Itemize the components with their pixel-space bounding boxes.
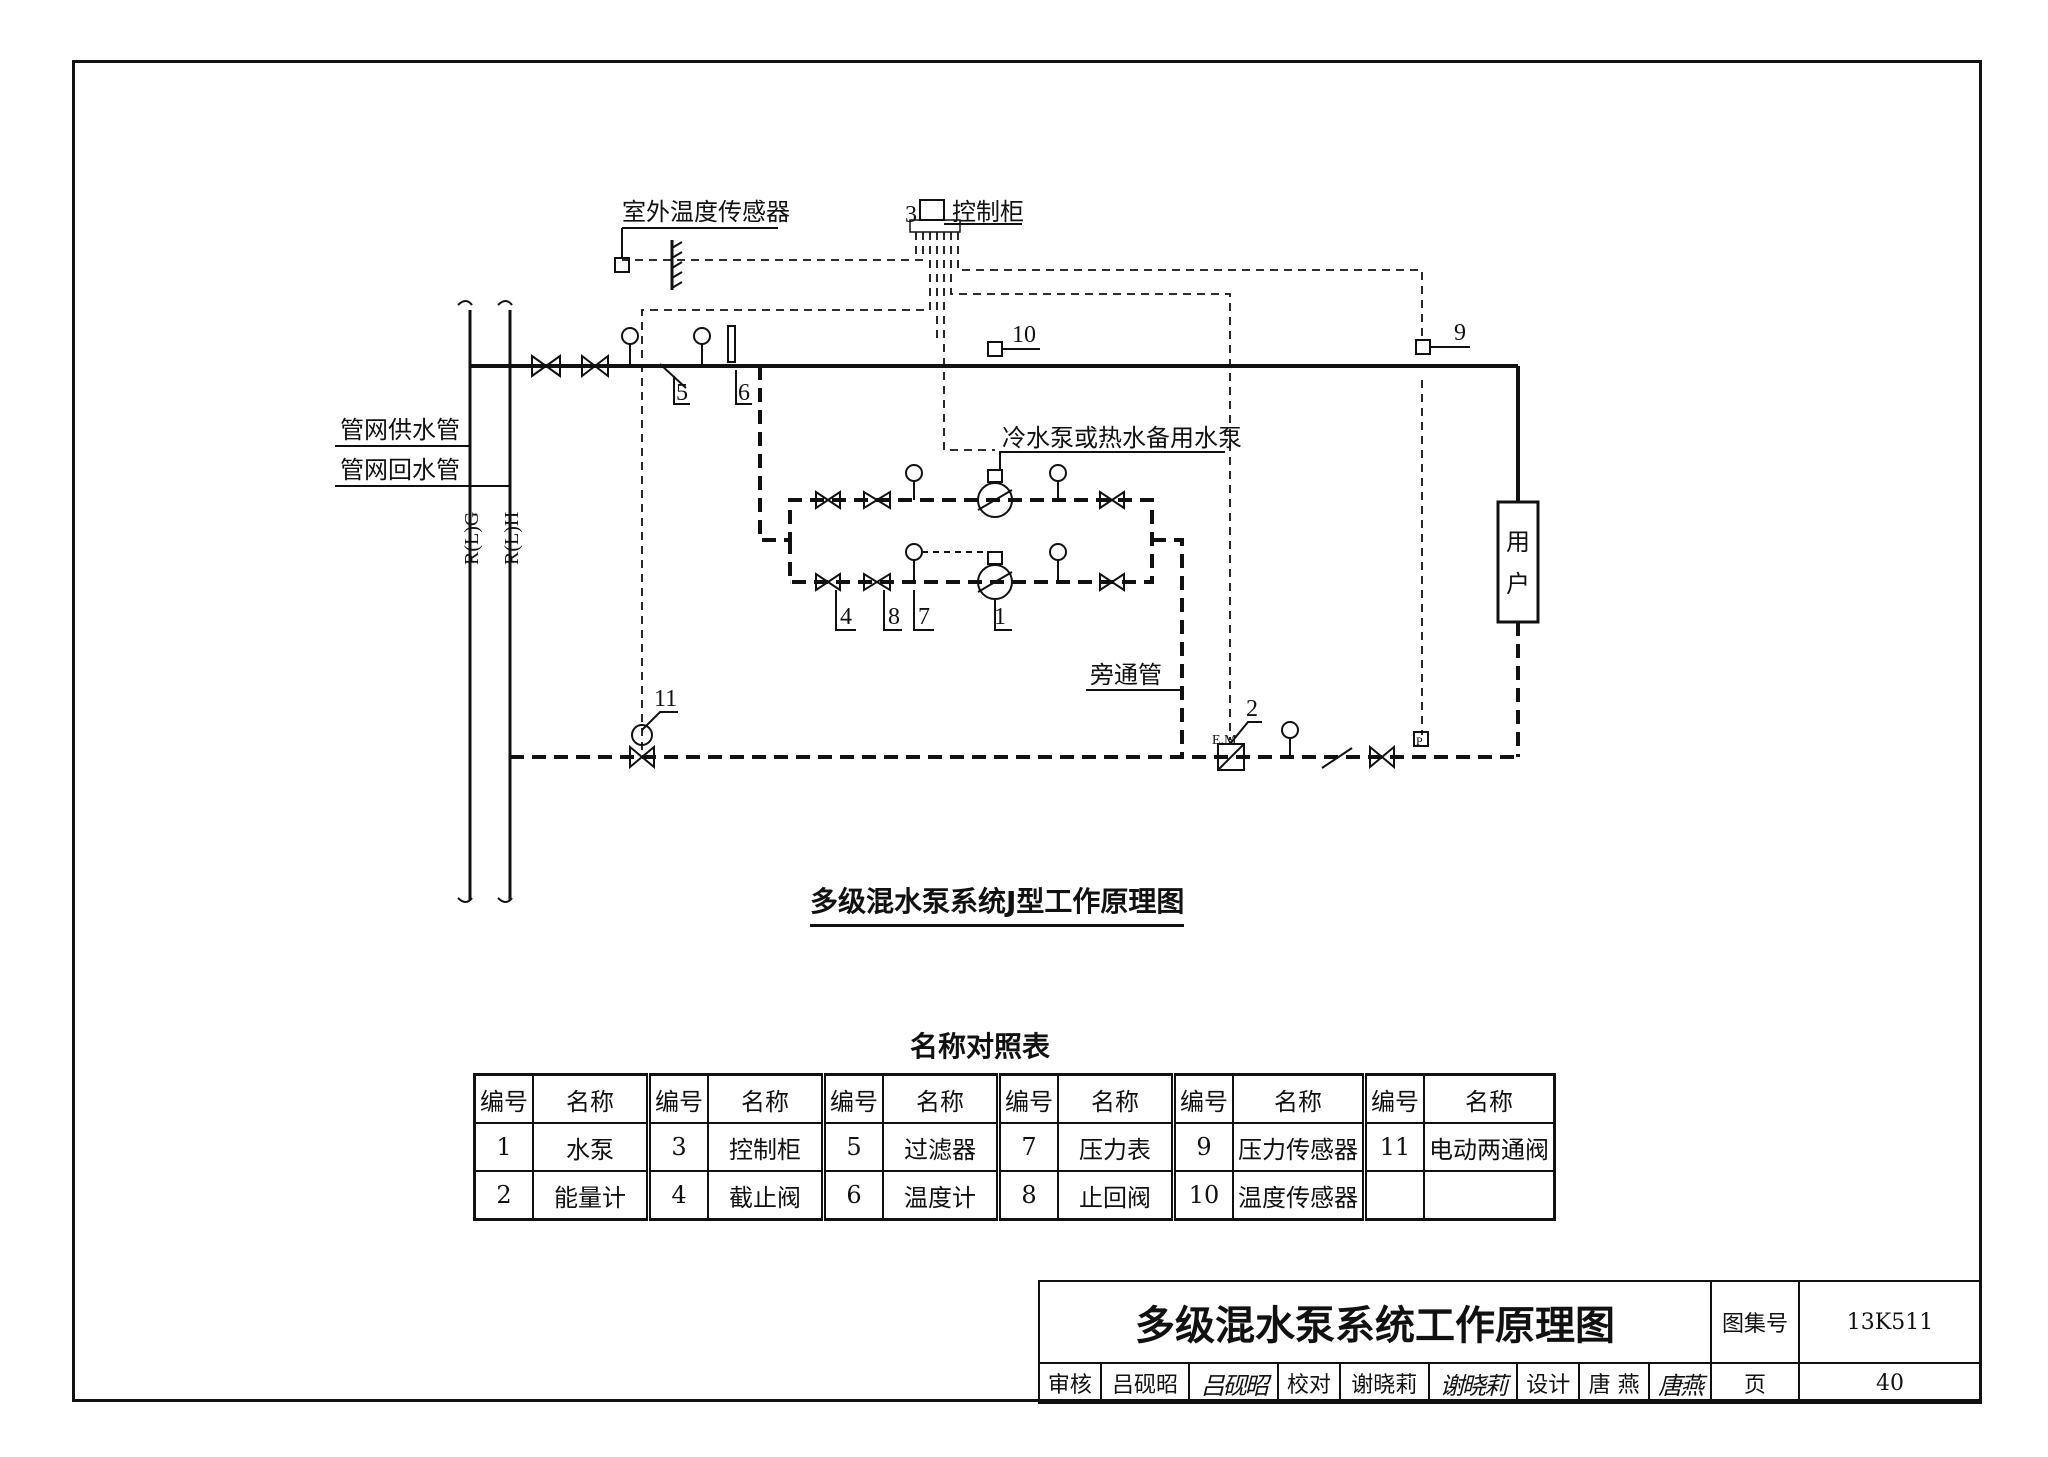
callout-6: 6	[738, 380, 750, 406]
legend-name: 压力表	[1057, 1122, 1175, 1172]
legend-no: 9	[1171, 1122, 1234, 1172]
callout-11: 11	[654, 686, 677, 712]
legend-no: 10	[1171, 1170, 1234, 1221]
bypass-label: 旁通管	[1090, 661, 1162, 689]
pressure-mark: P	[1416, 734, 1423, 748]
supply-pipe-label: 管网供水管	[340, 416, 460, 444]
diagram-title: 多级混水泵系统J型工作原理图	[810, 880, 1185, 927]
legend-table: 编号 名称 编号 名称 编号 名称 编号 名称 编号 名称 编号 名称 1 水泵…	[473, 1073, 1556, 1221]
stop-valve-icon	[581, 353, 609, 379]
callout-4: 4	[840, 604, 852, 630]
legend-name: 截止阀	[707, 1170, 825, 1221]
legend-row: 2 能量计 4 截止阀 6 温度计 8 止回阀 10 温度传感器	[473, 1170, 1556, 1221]
callout-1: 1	[994, 604, 1006, 630]
energy-meter-mark: E.M	[1212, 733, 1237, 748]
callout-9: 9	[1454, 320, 1466, 346]
pressure-gauge-icon	[693, 327, 711, 345]
page-number: 40	[1798, 1362, 1982, 1404]
temperature-sensor-icon	[987, 341, 1003, 357]
control-cabinet-icon	[919, 199, 945, 221]
design-label: 设计	[1516, 1362, 1581, 1404]
legend-no: 11	[1362, 1122, 1425, 1172]
legend-caption: 名称对照表	[910, 1030, 1051, 1063]
check-label: 校对	[1277, 1362, 1341, 1404]
checker-signature: 谢晓莉	[1427, 1362, 1519, 1404]
thermometer-icon	[727, 325, 736, 363]
legend-header-no: 编号	[1171, 1073, 1234, 1124]
callout-2: 2	[1246, 696, 1258, 722]
legend-no	[1362, 1170, 1425, 1221]
legend-header-name: 名称	[707, 1073, 825, 1124]
legend-no: 7	[996, 1122, 1059, 1172]
motorized-valve-actuator-icon	[631, 724, 653, 746]
control-cabinet-label: 控制柜	[952, 198, 1024, 226]
legend-header-name: 名称	[882, 1073, 1000, 1124]
atlas-label: 图集号	[1710, 1280, 1800, 1364]
user-label-2: 户	[1506, 570, 1530, 598]
legend-header-no: 编号	[996, 1073, 1059, 1124]
electric-two-way-valve-icon	[629, 744, 655, 770]
callout-8: 8	[888, 604, 900, 630]
legend-name: 能量计	[532, 1170, 650, 1221]
atlas-number: 13K511	[1798, 1280, 1982, 1364]
callout-7: 7	[918, 604, 930, 630]
reviewer-signature: 吕砚昭	[1188, 1362, 1280, 1404]
legend-header-no: 编号	[473, 1073, 534, 1124]
standby-pump-label: 冷水泵或热水备用水泵	[1002, 424, 1242, 452]
legend-row: 1 水泵 3 控制柜 5 过滤器 7 压力表 9 压力传感器 11 电动两通阀	[473, 1122, 1556, 1172]
legend-name: 温度传感器	[1232, 1170, 1366, 1221]
callout-3: 3	[905, 202, 917, 228]
legend-header-name: 名称	[1057, 1073, 1175, 1124]
legend-no: 2	[473, 1170, 534, 1221]
legend-header-name: 名称	[1423, 1073, 1556, 1124]
legend-name: 温度计	[882, 1170, 1000, 1221]
outdoor-sensor-label: 室外温度传感器	[622, 198, 790, 226]
legend-header-row: 编号 名称 编号 名称 编号 名称 编号 名称 编号 名称 编号 名称	[473, 1073, 1556, 1124]
page-label: 页	[1710, 1362, 1800, 1404]
legend-no: 6	[821, 1170, 884, 1221]
legend-header-no: 编号	[1362, 1073, 1425, 1124]
legend-name: 止回阀	[1057, 1170, 1175, 1221]
legend-header-no: 编号	[646, 1073, 709, 1124]
legend-header-name: 名称	[1232, 1073, 1366, 1124]
user-label-1: 用	[1506, 528, 1530, 556]
supply-code-label: R(L)G	[461, 512, 483, 565]
drawing-frame	[72, 60, 1982, 1402]
title-block-main-title: 多级混水泵系统工作原理图	[1038, 1280, 1712, 1364]
title-block: 多级混水泵系统工作原理图 图集号 13K511 审核 吕砚昭 吕砚昭 校对 谢晓…	[1038, 1280, 1982, 1404]
return-pressure-sensor-icon	[1413, 731, 1429, 747]
legend-no: 8	[996, 1170, 1059, 1221]
callout-5: 5	[676, 380, 688, 406]
legend-no: 1	[473, 1122, 534, 1172]
pressure-gauge-icon	[621, 327, 639, 345]
pressure-sensor-icon	[1415, 339, 1431, 355]
review-label: 审核	[1038, 1362, 1102, 1404]
legend-header-name: 名称	[532, 1073, 650, 1124]
legend-no: 3	[646, 1122, 709, 1172]
designer-name: 唐 燕	[1578, 1362, 1651, 1404]
checker-name: 谢晓莉	[1338, 1362, 1430, 1404]
return-pipe-label: 管网回水管	[340, 456, 460, 484]
legend-name: 电动两通阀	[1423, 1122, 1556, 1172]
legend-no: 4	[646, 1170, 709, 1221]
legend-name: 压力传感器	[1232, 1122, 1366, 1172]
legend-name: 控制柜	[707, 1122, 825, 1172]
legend-name	[1423, 1170, 1556, 1221]
legend-name: 过滤器	[882, 1122, 1000, 1172]
user-box	[1496, 500, 1540, 624]
legend-header-no: 编号	[821, 1073, 884, 1124]
legend-name: 水泵	[532, 1122, 650, 1172]
legend-no: 5	[821, 1122, 884, 1172]
return-filter-icon	[1321, 747, 1353, 769]
return-code-label: R(L)H	[501, 512, 523, 565]
check-valve-icon	[531, 354, 561, 378]
reviewer-name: 吕砚昭	[1099, 1362, 1191, 1404]
callout-10: 10	[1012, 322, 1036, 348]
designer-signature: 唐燕	[1648, 1362, 1712, 1404]
